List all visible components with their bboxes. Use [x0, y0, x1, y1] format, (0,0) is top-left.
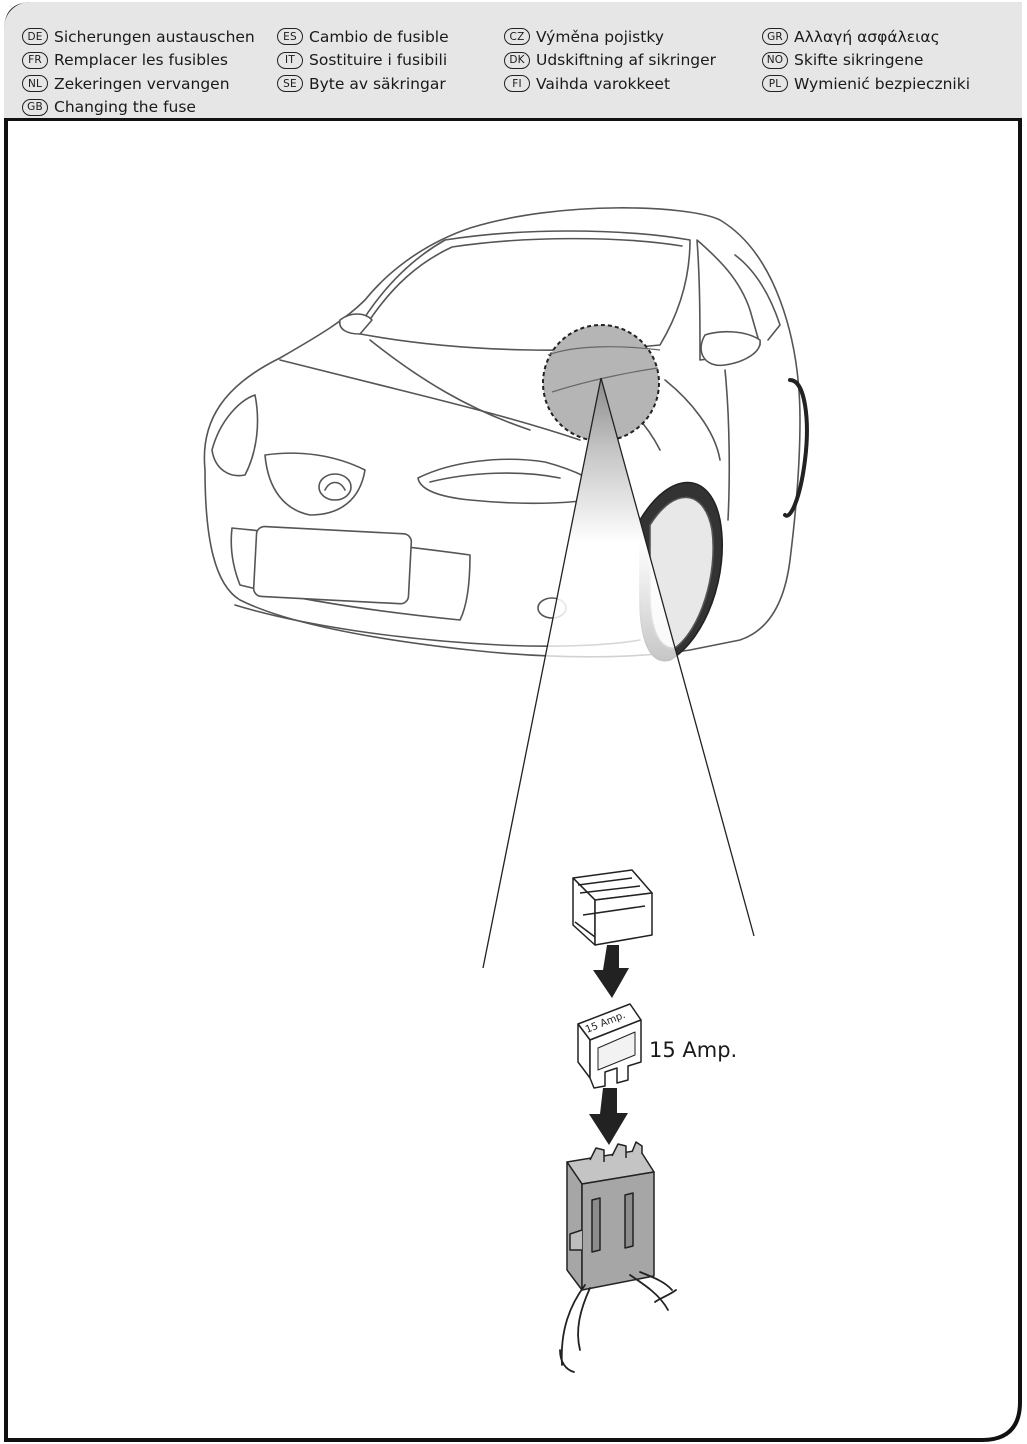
car-drawing: [204, 208, 807, 661]
fuse-cover: [573, 870, 652, 945]
fuse-holder: [567, 1142, 654, 1290]
fuse-wires: [560, 1272, 676, 1372]
arrow-down-icon: [589, 1088, 628, 1145]
fuse-rating-label: 15 Amp.: [649, 1038, 737, 1062]
